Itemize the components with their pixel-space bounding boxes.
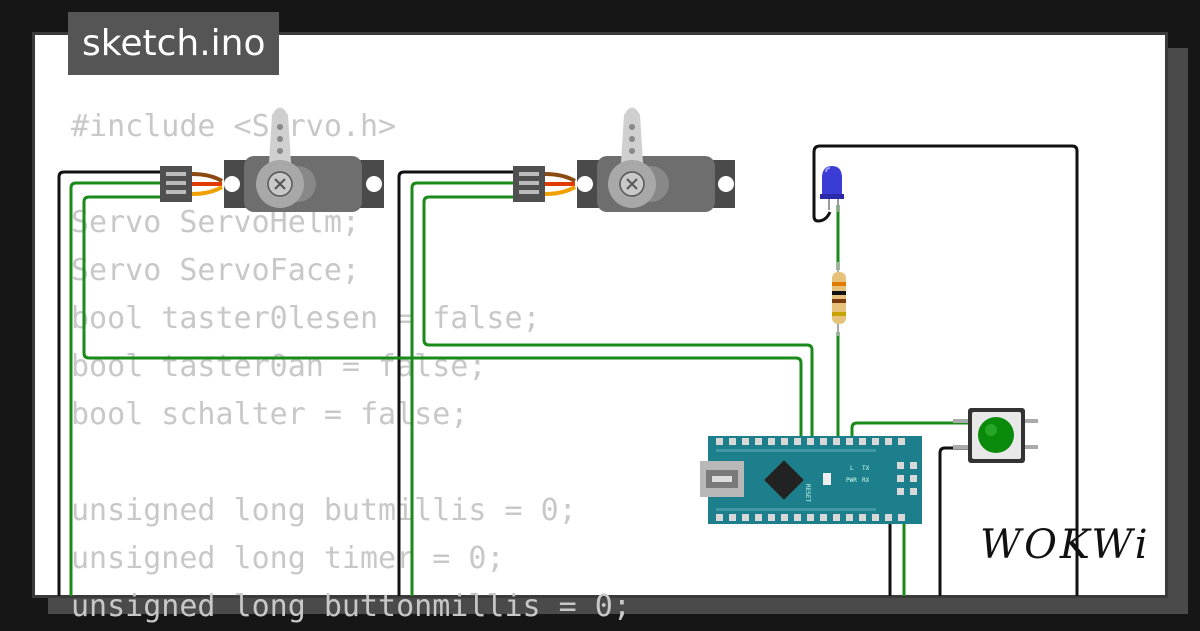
- header-pins-top: [716, 438, 905, 445]
- wokwi-logo: WOKWi: [980, 522, 1151, 568]
- code-line: Servo ServoFace;: [71, 253, 360, 288]
- code-line: bool taster0an = false;: [71, 349, 487, 384]
- code-line: #include <Servo.h>: [71, 109, 397, 144]
- code-line: unsigned long buttonmillis = 0;: [71, 589, 631, 624]
- servo-icon: [513, 107, 735, 212]
- led-rx-label: RX: [862, 477, 870, 484]
- preview-card: #include <Servo.h>Servo ServoHelm;Servo …: [32, 32, 1168, 624]
- led-l-label: L: [850, 465, 854, 472]
- code-background: #include <Servo.h>Servo ServoHelm;Servo …: [71, 103, 631, 631]
- code-line: bool schalter = false;: [71, 397, 469, 432]
- black-wires: [57, 144, 1079, 596]
- led-tx-label: TX: [862, 465, 870, 472]
- green-wires: [69, 181, 968, 596]
- reset-label: RESET: [804, 484, 811, 502]
- led-pwr-label: PWR: [846, 477, 857, 484]
- servo-icon: [160, 107, 384, 212]
- icsp-pins: [897, 462, 917, 495]
- arduino-nano-icon: RESET L PWR TX RX: [700, 436, 922, 524]
- file-tab: sketch.ino: [68, 12, 280, 75]
- code-line: unsigned long butmillis = 0;: [71, 493, 577, 528]
- header-pins-bottom: [716, 514, 905, 521]
- pushbutton-icon: [953, 408, 1038, 463]
- led-icon: [820, 166, 844, 212]
- resistor-icon: [832, 262, 846, 336]
